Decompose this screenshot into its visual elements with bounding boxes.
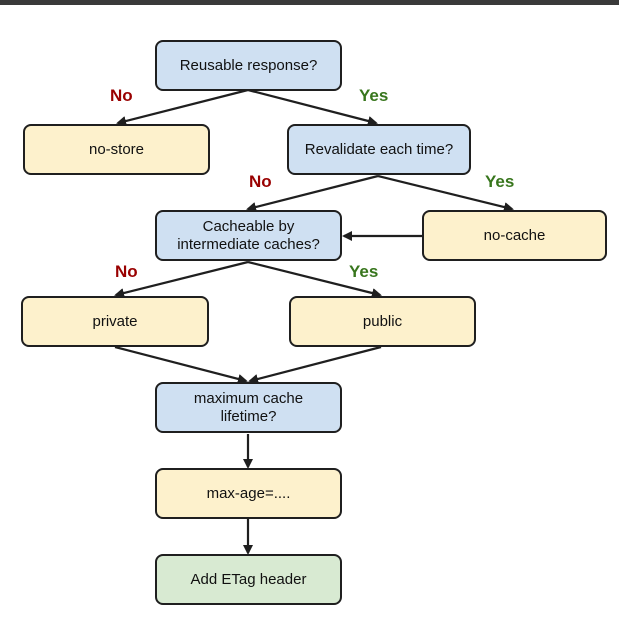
node-private: private xyxy=(21,296,209,347)
node-cacheable-line-1: Cacheable by xyxy=(202,217,295,235)
node-no-store-text: no-store xyxy=(88,140,145,158)
node-revalidate-each-time: Revalidate each time? xyxy=(287,124,471,175)
top-bar xyxy=(0,0,619,5)
edge-reusable-to-revalidate xyxy=(247,88,378,126)
node-add-etag-header: Add ETag header xyxy=(155,554,342,605)
node-public-text: public xyxy=(362,312,403,330)
node-no-cache-text: no-cache xyxy=(483,226,546,244)
label-revalidate-yes: Yes xyxy=(485,172,515,191)
node-cacheable-intermediate: Cacheable by intermediate caches? xyxy=(155,210,342,261)
label-reusable-yes: Yes xyxy=(359,86,389,105)
label-cacheable-yes: Yes xyxy=(349,262,379,281)
node-max-line-2: lifetime? xyxy=(220,407,277,425)
edge-private-to-max-cache xyxy=(114,345,248,384)
label-reusable-no: No xyxy=(110,86,133,105)
node-reusable-response: Reusable response? xyxy=(155,40,342,91)
edge-reusable-to-no-store xyxy=(116,88,249,126)
label-revalidate-no: No xyxy=(249,172,272,191)
node-reusable-response-text: Reusable response? xyxy=(179,56,318,74)
node-revalidate-each-time-text: Revalidate each time? xyxy=(304,140,454,158)
node-public: public xyxy=(289,296,476,347)
node-no-store: no-store xyxy=(23,124,210,175)
node-no-cache: no-cache xyxy=(422,210,607,261)
label-cacheable-no: No xyxy=(115,262,138,281)
node-add-etag-header-text: Add ETag header xyxy=(190,570,307,588)
node-private-text: private xyxy=(92,312,138,330)
node-cacheable-intermediate-text: Cacheable by intermediate caches? xyxy=(177,218,320,254)
node-maximum-cache-lifetime: maximum cache lifetime? xyxy=(155,382,342,433)
edge-public-to-max-cache xyxy=(248,345,382,384)
node-cacheable-line-2: intermediate caches? xyxy=(177,235,320,253)
node-max-age-text: max-age=.... xyxy=(206,484,291,502)
node-max-line-1: maximum cache xyxy=(193,389,304,407)
node-max-age: max-age=.... xyxy=(155,468,342,519)
node-maximum-cache-lifetime-text: maximum cache lifetime? xyxy=(194,390,303,426)
